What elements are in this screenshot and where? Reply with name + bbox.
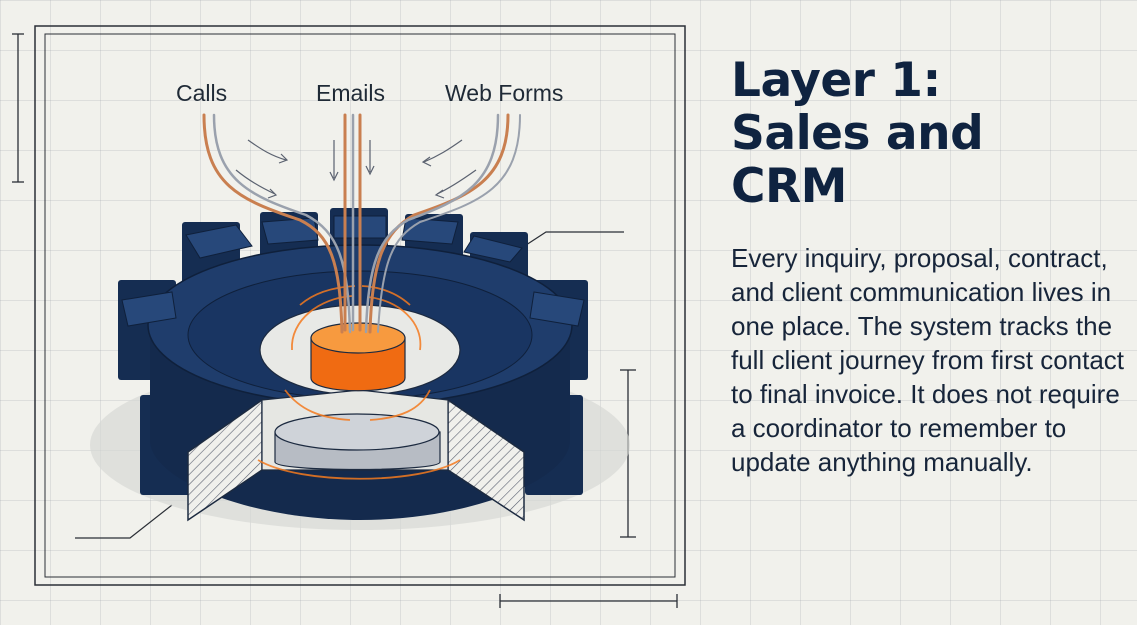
text-panel: Layer 1: Sales and CRM Every inquiry, pr… <box>731 54 1131 479</box>
source-label-web-forms: Web Forms <box>445 80 564 106</box>
source-label-emails: Emails <box>316 80 386 106</box>
inner-frame <box>44 33 676 578</box>
glow-arcs <box>257 285 461 480</box>
diagram-illustration <box>12 25 686 608</box>
title-line: Sales and <box>731 106 984 161</box>
crm-diagram: Calls Emails Web Forms <box>12 25 686 608</box>
page-title: Layer 1: Sales and CRM <box>731 54 1131 213</box>
description-text: Every inquiry, proposal, contract, and c… <box>731 243 1125 477</box>
source-label-calls: Calls <box>176 80 228 106</box>
outer-frame <box>34 25 686 586</box>
core-cylinder-icon <box>310 322 406 392</box>
flow-arrows <box>235 139 477 199</box>
title-line: CRM <box>731 159 847 214</box>
title-line: Layer 1: <box>731 53 941 108</box>
input-wires <box>202 113 521 334</box>
